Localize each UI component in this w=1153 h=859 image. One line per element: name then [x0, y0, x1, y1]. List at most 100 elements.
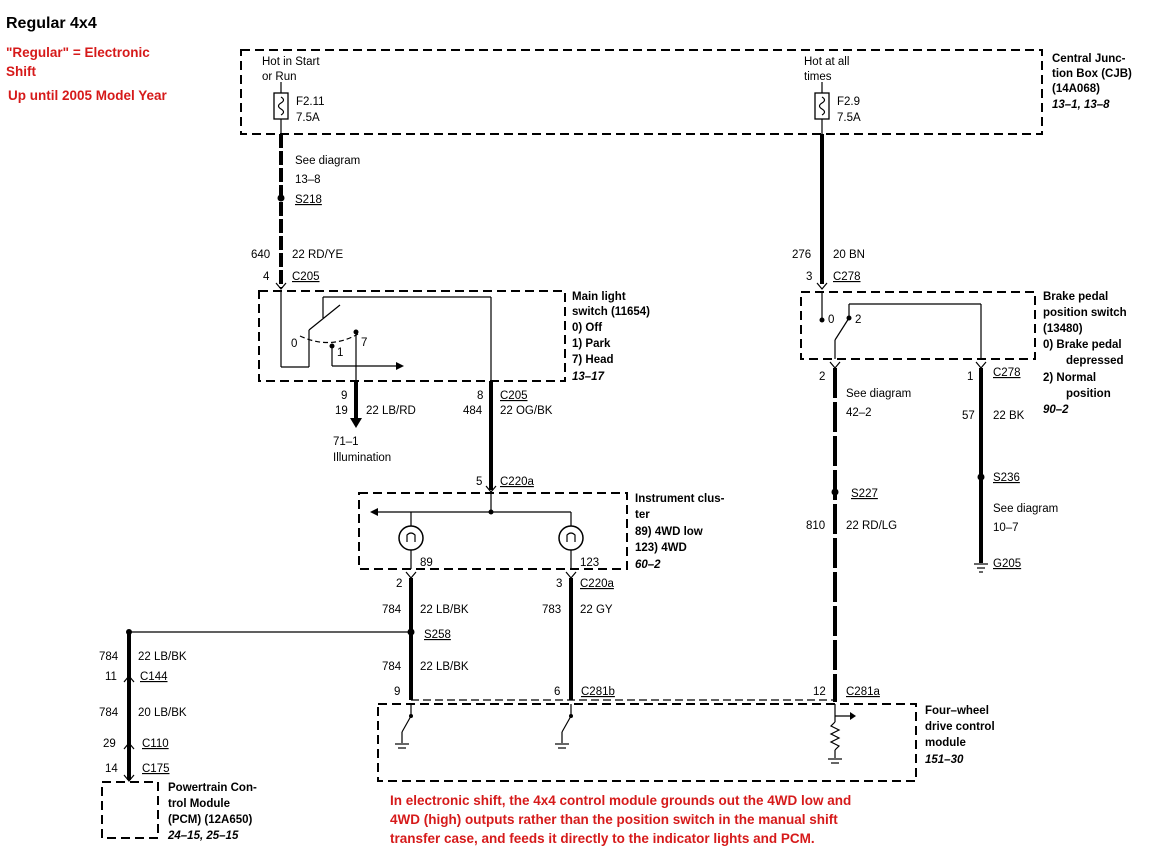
lamp-89-label: 89	[420, 557, 433, 569]
main-light-switch-box	[258, 290, 566, 382]
illum-wire: 22 LB/RD	[366, 405, 416, 417]
splice-s227-label: S227	[851, 488, 878, 500]
cjb-name-2: tion Box (CJB)	[1052, 68, 1132, 80]
brake-see-diagram: See diagram	[846, 388, 911, 400]
main-light-switch-opt-0: 0) Off	[572, 322, 602, 334]
sw-out-pin-8: 8	[477, 390, 483, 402]
module-pin-9: 9	[394, 686, 400, 698]
splice-s236-label: S236	[993, 472, 1020, 484]
main-light-switch-opt-1: 1) Park	[572, 338, 611, 350]
note-line-2: Shift	[6, 64, 36, 79]
module-pin-6: 6	[554, 686, 560, 698]
pcm-name-2: trol Module	[168, 798, 230, 810]
pcm-name-1: Powertrain Con-	[168, 782, 257, 794]
switch-pos-7: 7	[361, 337, 367, 349]
instrument-cluster-opt-89: 89) 4WD low	[635, 526, 703, 538]
brake-pos-2: 2	[855, 314, 861, 326]
pcm-wire-784-color: 22 LB/BK	[138, 651, 187, 663]
note-line-3: Up until 2005 Model Year	[8, 88, 168, 103]
wire-640-color: 22 RD/YE	[292, 249, 343, 261]
wire-810-color: 22 RD/LG	[846, 520, 897, 532]
fuse-f211-rating: 7.5A	[296, 112, 320, 124]
wire-810-circuit: 810	[806, 520, 825, 532]
brake-switch-ref: 90–2	[1043, 404, 1069, 416]
main-light-switch-ref: 13–17	[572, 371, 605, 383]
note-line-1: "Regular" = Electronic	[6, 45, 150, 60]
brake-out-connector: C278	[993, 367, 1021, 379]
cjb-hot-start-1: Hot in Start	[262, 56, 320, 68]
illum-pin-9: 9	[341, 390, 347, 402]
illum-circuit: 19	[335, 405, 348, 417]
wire-784b-circuit: 784	[382, 661, 402, 673]
wire-784a-circuit: 784	[382, 604, 402, 616]
module-4wd-box	[377, 703, 917, 782]
splice-s236	[977, 473, 985, 481]
main-light-switch-name-2: switch (11654)	[572, 306, 650, 318]
splice-s227	[831, 488, 839, 496]
cjb-name-1: Central Junc-	[1052, 53, 1126, 65]
sw-out-connector: C205	[500, 390, 528, 402]
fuse-f211-label: F2.11	[296, 96, 325, 108]
module-ref: 151–30	[925, 754, 964, 766]
brake-switch-opt-2a: 2) Normal	[1043, 372, 1096, 384]
wire-276-color: 20 BN	[833, 249, 865, 261]
cjb-hot-start-2: or Run	[262, 71, 297, 83]
pcm-wire-784-circuit: 784	[99, 651, 119, 663]
splice-s218	[277, 194, 285, 202]
see-diagram-13-8-ref: 13–8	[295, 174, 321, 186]
module-c281b: C281b	[581, 686, 615, 698]
module-resistor-icon	[828, 704, 856, 764]
wire-784a-color: 22 LB/BK	[420, 604, 469, 616]
brake-switch-name-3: (13480)	[1043, 323, 1083, 335]
brake-switch-box	[800, 291, 1036, 360]
brake-see-ref: 42–2	[846, 407, 872, 419]
cluster-in-connector: C220a	[500, 476, 534, 488]
wire-57-circuit: 57	[962, 410, 975, 422]
module-name-3: module	[925, 737, 966, 749]
brake-out-pin-2: 2	[819, 371, 825, 383]
switch-pos-1: 1	[337, 347, 343, 359]
wire-484-color: 22 OG/BK	[500, 405, 553, 417]
footnote-line-1: In electronic shift, the 4x4 control mod…	[390, 793, 851, 808]
cjb-hot-all-2: times	[804, 71, 832, 83]
wire-276-circuit: 276	[792, 249, 811, 261]
wire-784b-color: 22 LB/BK	[420, 661, 469, 673]
fuse-f29-icon	[814, 82, 830, 120]
c144-label: C144	[140, 671, 168, 683]
wire-484-circuit: 484	[463, 405, 483, 417]
pcm-wire-784b-circuit: 784	[99, 707, 119, 719]
main-light-switch-opt-7: 7) Head	[572, 354, 614, 366]
module-pin-12: 12	[813, 686, 826, 698]
c144-pin-11: 11	[105, 671, 117, 683]
c278-label: C278	[833, 271, 861, 283]
lamp-4wd-icon	[558, 525, 584, 551]
c205-pin-4: 4	[263, 271, 270, 283]
cluster-out-pin-3: 3	[556, 578, 562, 590]
cjb-ref: 13–1, 13–8	[1052, 99, 1110, 111]
diagram-title: Regular 4x4	[6, 15, 97, 32]
c175-label: C175	[142, 763, 170, 775]
pcm-wire-784b-color: 20 LB/BK	[138, 707, 187, 719]
module-switch-4wd-icon	[555, 704, 573, 749]
fuse-f29-label: F2.9	[837, 96, 860, 108]
cjb-box	[240, 49, 1043, 135]
instrument-cluster-name-2: ter	[635, 509, 650, 521]
cjb-name-3: (14A068)	[1052, 83, 1100, 95]
main-light-switch-name-1: Main light	[572, 291, 626, 303]
pcm-ref: 24–15, 25–15	[167, 830, 239, 842]
instrument-cluster-name-1: Instrument clus-	[635, 493, 725, 505]
lamp-4wd-low-icon	[398, 525, 424, 551]
ground-g205-icon	[974, 563, 988, 573]
brake-switch-opt-2b: position	[1066, 388, 1111, 400]
c175-pin-14: 14	[105, 763, 118, 775]
switch-pos-0: 0	[291, 338, 297, 350]
ground-see-ref: 10–7	[993, 522, 1019, 534]
illum-ref: 71–1	[333, 436, 359, 448]
splice-s218-label: S218	[295, 194, 322, 206]
wire-640-circuit: 640	[251, 249, 270, 261]
ground-g205-label: G205	[993, 558, 1021, 570]
brake-switch-name-2: position switch	[1043, 307, 1127, 319]
instrument-cluster-box	[358, 492, 628, 570]
fuse-f211-icon	[273, 82, 289, 120]
